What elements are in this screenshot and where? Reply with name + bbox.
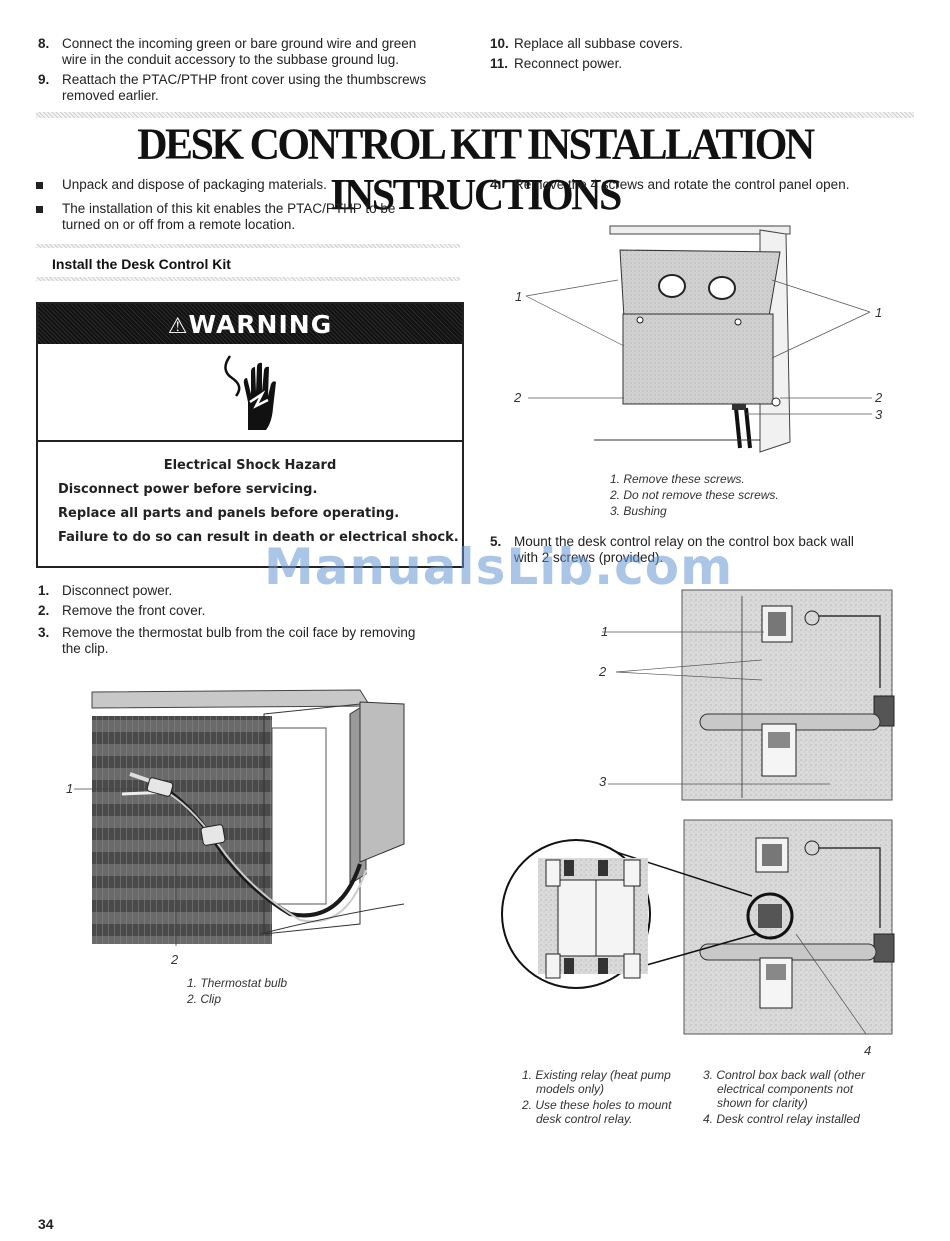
warning-label: ⚠WARNING [167,310,333,339]
callout-label: 2 [171,952,179,967]
page-title: DESK CONTROL KIT INSTALLATION INSTRUCTIO… [137,120,815,220]
warning-line: Disconnect power before servicing. [58,482,318,497]
step-4: 4. Remove the 4 screws and rotate the co… [490,177,850,192]
hazard-title: Electrical Shock Hazard [163,458,337,473]
electric-shock-hand-icon [224,355,276,430]
step-number: 8. [38,36,50,51]
callout-label: 2 [875,390,883,405]
callout-label: 3 [875,407,883,422]
warning-triangle-icon: ⚠ [167,314,189,339]
step-2: 2. Remove the front cover. [38,603,206,618]
bullet-square-icon [36,206,43,213]
step-number: 9. [38,72,50,87]
figure-caption: desk control relay. [536,1112,633,1126]
section-divider [36,112,914,118]
figure-caption: 1. Remove these screws. [610,472,745,486]
step-1: 1. Disconnect power. [38,583,173,598]
step-10: 10. Replace all subbase covers. [490,36,890,54]
figure-caption: shown for clarity) [717,1096,808,1110]
figure-caption: 3. Control box back wall (other [703,1068,866,1082]
figure-caption: 3. Bushing [610,504,667,518]
control-panel-figure [525,225,872,453]
callout-label: 1 [875,305,883,320]
callout-label: 2 [599,664,607,679]
step-8: 8. Connect the incoming green or bare gr… [38,36,468,70]
callout-label: 1 [601,624,609,639]
back-wall-figure [501,589,895,1035]
warning-box: ⚠WARNING Electrical Shock Hazard Disconn… [36,302,464,568]
bullet-item: Unpack and dispose of packaging material… [36,177,466,195]
callout-label: 2 [514,390,522,405]
callout-label: 4 [864,1043,872,1058]
figure-caption: 1. Existing relay (heat pump [522,1068,671,1082]
figure-caption: 2. Do not remove these screws. [610,488,779,502]
heading-rule-bottom [36,277,460,281]
step-9: 9. Reattach the PTAC/PTHP front cover us… [38,72,478,106]
figure-caption: 2. Use these holes to mount [522,1098,672,1112]
callout-label: 3 [599,774,607,789]
heading-rule-top [36,244,460,248]
figure-caption: 1. Thermostat bulb [187,976,288,990]
watermark: ManualsLib.com [264,538,734,596]
step-number: 11. [490,56,509,71]
callout-label: 1 [66,781,74,796]
figure-caption: 2. Clip [187,992,222,1006]
step-text: Reattach the PTAC/PTHP front cover using… [62,72,427,103]
warning-line: Failure to do so can result in death or … [58,530,459,545]
warning-line: Replace all parts and panels before oper… [58,506,400,521]
step-3: 3. Remove the thermostat bulb from the c… [38,625,416,656]
step-11: 11. Reconnect power. [490,56,890,74]
step-text: Reconnect power. [514,56,623,71]
figure-caption: electrical components not [717,1082,854,1096]
page-number: 34 [38,1216,54,1232]
step-number: 10. [490,36,509,51]
figure-caption: 4. Desk control relay installed [703,1112,860,1126]
figure-caption: models only) [536,1082,605,1096]
thermostat-bulb-figure [74,689,405,946]
section-heading: Install the Desk Control Kit [52,256,231,272]
bullet-item: The installation of this kit enables the… [36,201,466,235]
step-text: Replace all subbase covers. [514,36,683,51]
warning-header: ⚠WARNING [38,304,462,344]
callout-label: 1 [515,289,523,304]
bullet-square-icon [36,182,43,189]
hazard-symbol-area [38,344,462,442]
step-5: 5. Mount the desk control relay on the c… [490,534,854,565]
step-text: Connect the incoming green or bare groun… [62,36,417,67]
